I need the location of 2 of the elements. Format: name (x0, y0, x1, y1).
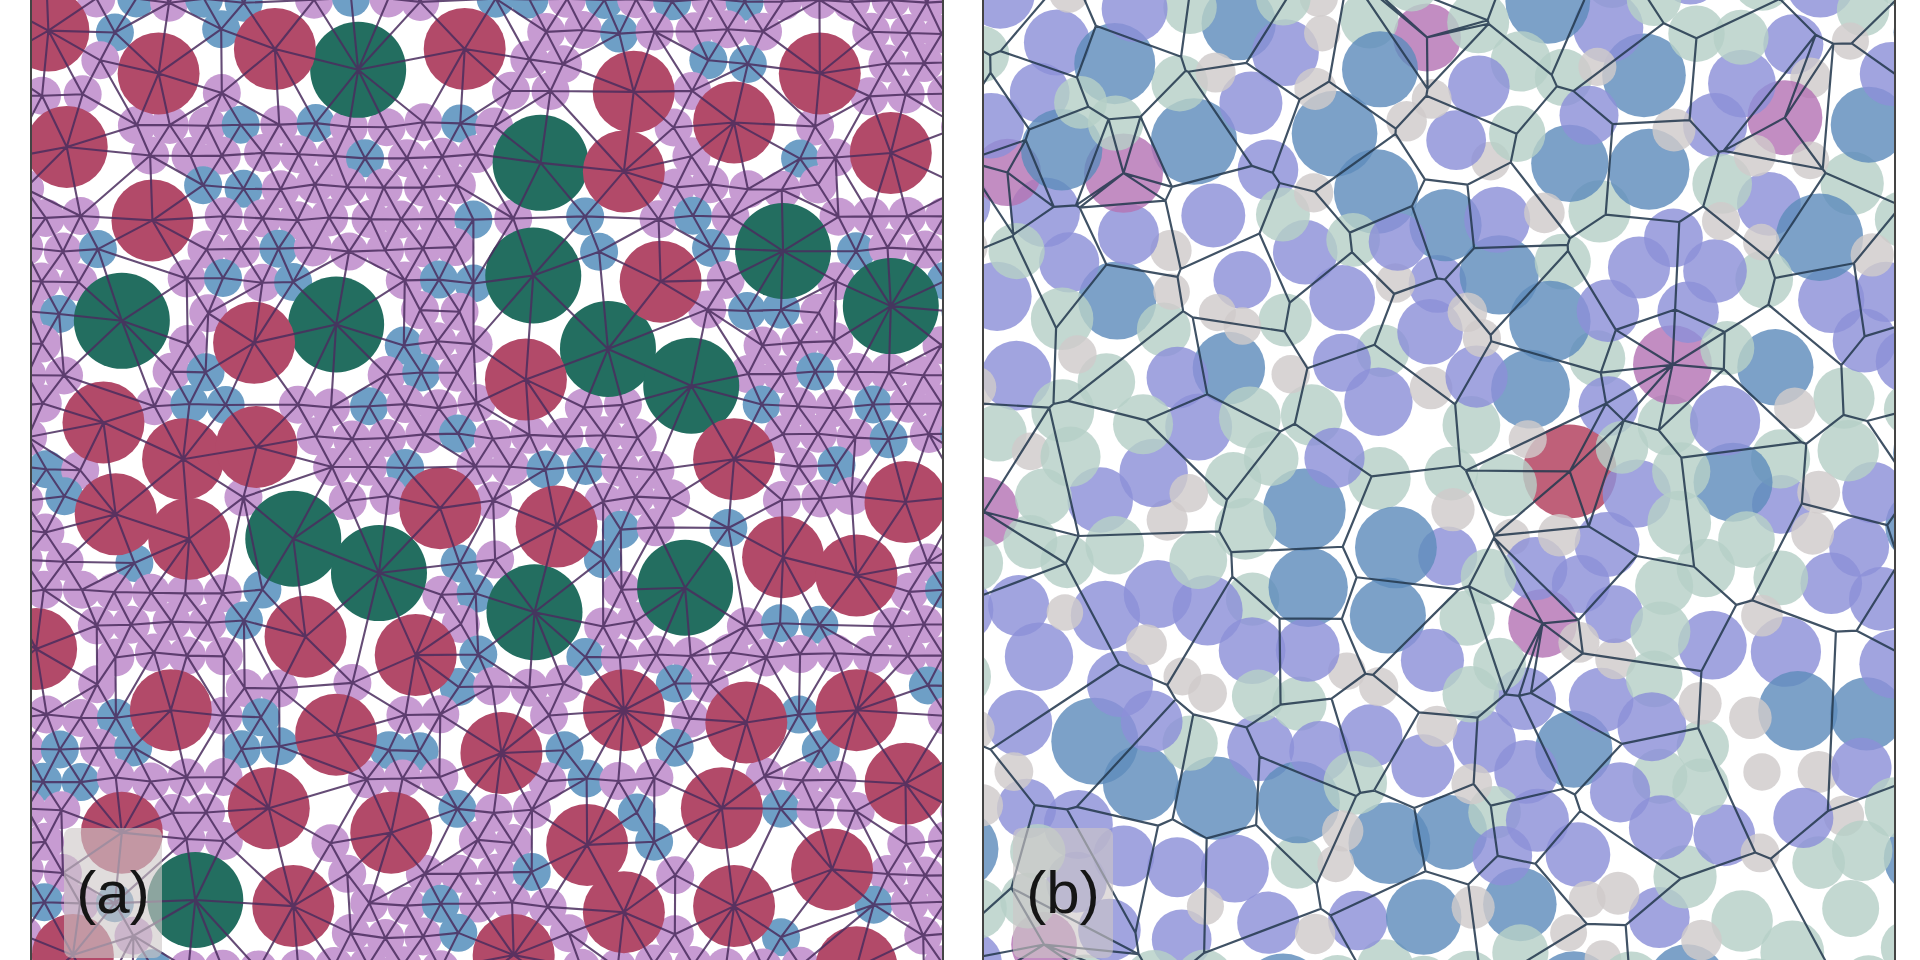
panel-label: (a) (64, 828, 162, 958)
panel-label: (b) (1013, 828, 1113, 958)
